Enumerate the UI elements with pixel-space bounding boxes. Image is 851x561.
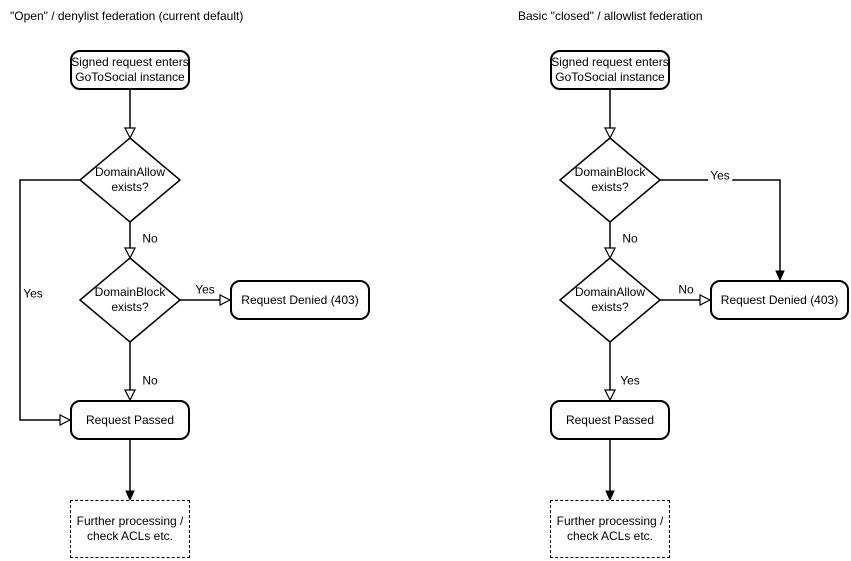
right-request-passed-node: Request Passed (550, 400, 670, 440)
right-decision1-label: DomainBlock exists? (574, 165, 646, 194)
right-chart-title: Basic "closed" / allowlist federation (518, 9, 703, 23)
left-start-node: Signed request enters GoToSocial instanc… (70, 50, 190, 90)
right-request-passed-label: Request Passed (565, 412, 655, 427)
right-edge-label-decision2-no: No (676, 282, 696, 297)
right-edge-label-decision1-no: No (620, 231, 640, 246)
right-edge-label-decision2-yes: Yes (618, 373, 642, 388)
left-start-node-label: Signed request enters GoToSocial instanc… (71, 55, 189, 84)
left-request-passed-node: Request Passed (70, 400, 190, 440)
left-further-processing-label: Further processing / check ACLs etc. (76, 514, 184, 543)
left-request-denied-node: Request Denied (403) (230, 280, 370, 320)
right-start-node: Signed request enters GoToSocial instanc… (550, 50, 670, 90)
right-request-denied-label: Request Denied (403) (720, 292, 839, 307)
left-decision2-label: DomainBlock exists? (94, 285, 166, 314)
left-decision1-label: DomainAllow exists? (94, 165, 166, 194)
right-request-denied-node: Request Denied (403) (710, 280, 849, 320)
right-start-node-label: Signed request enters GoToSocial instanc… (551, 55, 669, 84)
left-edge-label-decision1-no: No (140, 231, 160, 246)
right-edge-label-decision1-yes: Yes (708, 168, 732, 183)
right-decision2-label: DomainAllow exists? (574, 285, 646, 314)
left-edge-label-decision2-no: No (140, 373, 160, 388)
right-further-processing-label: Further processing / check ACLs etc. (556, 514, 664, 543)
left-request-passed-label: Request Passed (85, 412, 175, 427)
left-chart-title: "Open" / denylist federation (current de… (10, 9, 244, 23)
left-further-processing-node: Further processing / check ACLs etc. (70, 500, 190, 558)
left-edge-label-decision2-yes: Yes (193, 282, 217, 297)
right-further-processing-node: Further processing / check ACLs etc. (550, 500, 670, 558)
left-edge-label-decision1-yes: Yes (21, 286, 45, 301)
left-request-denied-label: Request Denied (403) (241, 292, 359, 307)
